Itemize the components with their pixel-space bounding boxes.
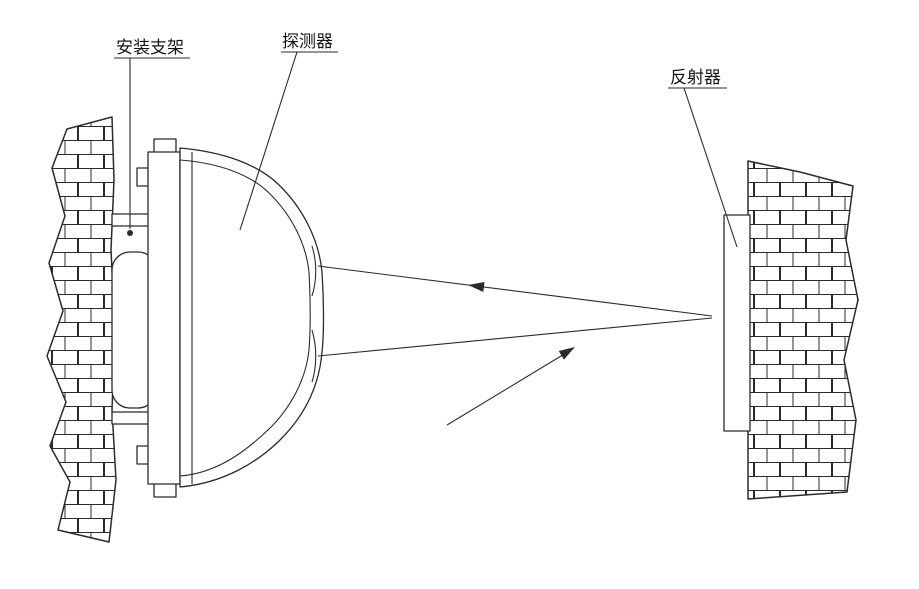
beam-lower xyxy=(317,317,713,357)
detector-bolt-bottom xyxy=(136,445,150,465)
reflector-panel xyxy=(723,214,751,432)
detector-top-tab xyxy=(153,138,177,154)
left-wall xyxy=(46,116,117,543)
detector-bolt-top xyxy=(136,167,150,187)
beam-upper xyxy=(317,265,713,317)
bracket-top-arm xyxy=(111,213,151,227)
label-detector-leader xyxy=(239,51,298,231)
detector-back-plate xyxy=(147,151,181,485)
return-beam-arrowhead xyxy=(468,282,485,292)
label-bracket: 安装支架 xyxy=(116,38,184,57)
label-reflector-leader xyxy=(683,87,738,248)
right-wall xyxy=(747,160,859,500)
detector-body xyxy=(179,147,325,488)
label-reflector: 反射器 xyxy=(670,68,721,87)
detector-lens-lower xyxy=(311,329,317,383)
transmit-arrowhead xyxy=(558,347,575,360)
transmit-arrow-line xyxy=(446,352,567,426)
bracket-pin xyxy=(127,230,133,236)
detector-body-inner xyxy=(179,159,311,477)
bracket-bottom-arm xyxy=(111,411,151,425)
detector-lens-upper xyxy=(311,245,317,297)
label-detector: 探测器 xyxy=(282,32,333,51)
detector-bottom-tab xyxy=(153,482,177,498)
